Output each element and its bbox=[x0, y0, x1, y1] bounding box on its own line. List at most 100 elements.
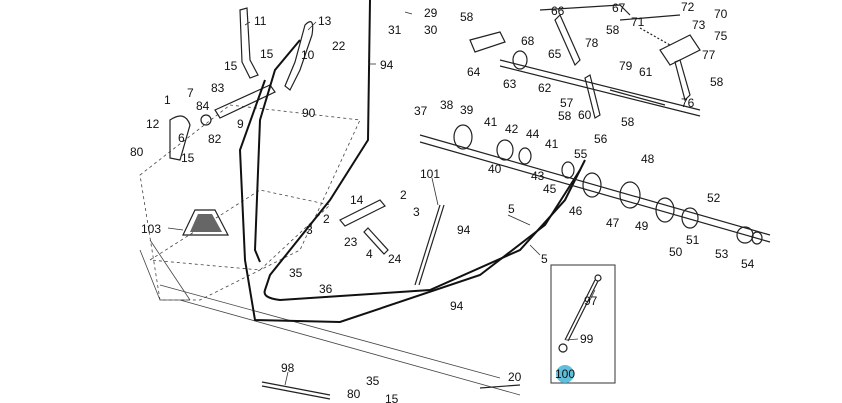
callout-76[interactable]: 76 bbox=[681, 96, 695, 110]
callout-29[interactable]: 29 bbox=[424, 6, 438, 20]
callout-44[interactable]: 44 bbox=[526, 127, 540, 141]
callout-52[interactable]: 52 bbox=[707, 191, 721, 205]
callout-83[interactable]: 83 bbox=[211, 81, 225, 95]
callout-82[interactable]: 82 bbox=[208, 132, 222, 146]
callout-41-a[interactable]: 41 bbox=[484, 115, 498, 129]
callout-94-top[interactable]: 94 bbox=[380, 58, 394, 72]
callout-58-d[interactable]: 58 bbox=[621, 115, 635, 129]
callout-94-mid[interactable]: 94 bbox=[457, 223, 471, 237]
cable-101 bbox=[414, 204, 445, 286]
callout-103[interactable]: 103 bbox=[141, 222, 161, 236]
callout-5-upper[interactable]: 5 bbox=[508, 202, 515, 216]
callout-10[interactable]: 10 bbox=[301, 48, 315, 62]
callout-58-a[interactable]: 58 bbox=[460, 10, 474, 24]
callout-48[interactable]: 48 bbox=[641, 152, 655, 166]
callout-72[interactable]: 72 bbox=[681, 0, 695, 14]
callout-1[interactable]: 1 bbox=[164, 93, 171, 107]
callout-9[interactable]: 9 bbox=[237, 117, 244, 131]
callout-49[interactable]: 49 bbox=[635, 219, 649, 233]
callout-53[interactable]: 53 bbox=[715, 247, 729, 261]
callout-2-b[interactable]: 2 bbox=[323, 212, 330, 226]
shaft-assembly bbox=[419, 124, 771, 245]
callout-90[interactable]: 90 bbox=[302, 106, 316, 120]
callout-30[interactable]: 30 bbox=[424, 23, 438, 37]
callout-70[interactable]: 70 bbox=[714, 7, 728, 21]
callout-43[interactable]: 43 bbox=[531, 169, 545, 183]
lever-14 bbox=[339, 199, 389, 255]
callout-51[interactable]: 51 bbox=[686, 233, 700, 247]
callout-31[interactable]: 31 bbox=[388, 23, 402, 37]
callout-4[interactable]: 4 bbox=[366, 247, 373, 261]
callout-63[interactable]: 63 bbox=[503, 77, 517, 91]
callout-37[interactable]: 37 bbox=[414, 104, 428, 118]
callout-7[interactable]: 7 bbox=[187, 86, 194, 100]
callout-79[interactable]: 79 bbox=[619, 59, 633, 73]
callout-101[interactable]: 101 bbox=[420, 167, 440, 181]
callout-60[interactable]: 60 bbox=[578, 108, 592, 122]
selected-callout-highlight bbox=[556, 365, 574, 383]
callout-54[interactable]: 54 bbox=[741, 257, 755, 271]
callout-71[interactable]: 71 bbox=[631, 15, 645, 29]
callout-94-bottom[interactable]: 94 bbox=[450, 299, 464, 313]
callout-15-a[interactable]: 15 bbox=[260, 47, 274, 61]
callout-15-d[interactable]: 15 bbox=[385, 392, 399, 403]
callout-46[interactable]: 46 bbox=[569, 204, 583, 218]
callout-23[interactable]: 23 bbox=[344, 235, 358, 249]
callout-15-c[interactable]: 15 bbox=[181, 151, 195, 165]
callout-24[interactable]: 24 bbox=[388, 252, 402, 266]
callout-57[interactable]: 57 bbox=[560, 96, 574, 110]
callout-40[interactable]: 40 bbox=[488, 162, 502, 176]
callout-36[interactable]: 36 bbox=[319, 282, 333, 296]
callout-11[interactable]: 11 bbox=[254, 14, 267, 28]
callout-3-b[interactable]: 3 bbox=[306, 223, 313, 237]
callout-14[interactable]: 14 bbox=[350, 193, 364, 207]
callout-97[interactable]: 97 bbox=[584, 294, 598, 308]
callout-73[interactable]: 73 bbox=[692, 18, 706, 32]
callout-61[interactable]: 61 bbox=[639, 65, 653, 79]
callout-66[interactable]: 66 bbox=[551, 4, 565, 18]
callout-3-a[interactable]: 3 bbox=[413, 205, 420, 219]
callout-80-bottom[interactable]: 80 bbox=[347, 387, 361, 401]
callout-41-b[interactable]: 41 bbox=[545, 137, 559, 151]
callout-12[interactable]: 12 bbox=[146, 117, 160, 131]
cables bbox=[238, 0, 586, 324]
callout-45[interactable]: 45 bbox=[543, 182, 557, 196]
callout-99[interactable]: 99 bbox=[580, 332, 594, 346]
callout-78[interactable]: 78 bbox=[585, 36, 599, 50]
callout-55[interactable]: 55 bbox=[574, 147, 588, 161]
callout-68[interactable]: 68 bbox=[521, 34, 535, 48]
callout-77[interactable]: 77 bbox=[702, 48, 716, 62]
callout-15-b[interactable]: 15 bbox=[224, 59, 238, 73]
callout-62[interactable]: 62 bbox=[538, 81, 552, 95]
callout-6[interactable]: 6 bbox=[178, 131, 185, 145]
callout-5-lower[interactable]: 5 bbox=[541, 252, 548, 266]
callout-58-e[interactable]: 58 bbox=[558, 109, 572, 123]
callout-35-b[interactable]: 35 bbox=[366, 374, 380, 388]
callout-56[interactable]: 56 bbox=[594, 132, 608, 146]
callout-35-a[interactable]: 35 bbox=[289, 266, 303, 280]
callout-38[interactable]: 38 bbox=[440, 98, 454, 112]
callout-42[interactable]: 42 bbox=[505, 122, 519, 136]
callout-39[interactable]: 39 bbox=[460, 103, 474, 117]
callout-2-a[interactable]: 2 bbox=[400, 188, 407, 202]
callout-20[interactable]: 20 bbox=[508, 370, 522, 384]
callout-75[interactable]: 75 bbox=[714, 29, 728, 43]
callout-58-b[interactable]: 58 bbox=[606, 23, 620, 37]
leader-lines bbox=[167, 11, 596, 386]
frame-outline bbox=[139, 104, 521, 396]
linkage-assembly bbox=[469, 4, 701, 119]
callout-50[interactable]: 50 bbox=[669, 245, 683, 259]
callout-22[interactable]: 22 bbox=[332, 39, 346, 53]
callout-65[interactable]: 65 bbox=[548, 47, 562, 61]
callout-47[interactable]: 47 bbox=[606, 216, 620, 230]
callout-98[interactable]: 98 bbox=[281, 361, 295, 375]
callout-84[interactable]: 84 bbox=[196, 99, 210, 113]
callout-58-c[interactable]: 58 bbox=[710, 75, 724, 89]
callout-100[interactable]: 100 bbox=[555, 367, 575, 381]
callout-67[interactable]: 67 bbox=[612, 1, 626, 15]
callout-80-left[interactable]: 80 bbox=[130, 145, 144, 159]
callout-64[interactable]: 64 bbox=[467, 65, 481, 79]
inset-box bbox=[550, 264, 616, 384]
callout-13[interactable]: 13 bbox=[318, 14, 332, 28]
